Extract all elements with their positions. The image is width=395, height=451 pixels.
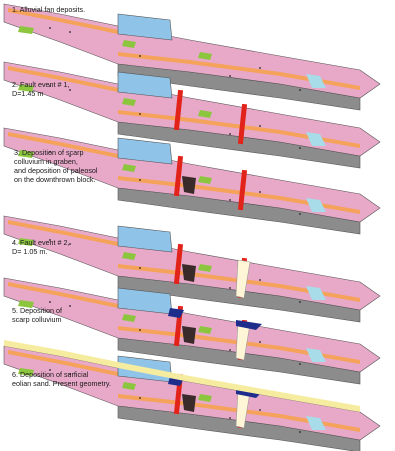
- caption-stage-5-line-1: 5. Deposition of: [12, 306, 62, 315]
- caption-stage-6-line-1: 6. Deposition of surficial: [12, 370, 89, 379]
- caption-stage-2-line-1: 2. Fault event # 1,: [12, 80, 70, 89]
- caption-stage-6-line-2: eolian sand. Present geometry.: [12, 379, 111, 388]
- caption-stage-1-line-1: 1. Alluvial fan deposits.: [12, 5, 85, 14]
- caption-stage-4-line-2: D= 1.05 m.: [12, 247, 47, 256]
- caption-stage-2-line-2: D=1.45 m: [12, 89, 43, 98]
- caption-stage-4-line-1: 4. Fault event # 2,: [12, 238, 70, 247]
- caption-stage-3-line-3: and deposition of paleosol: [14, 166, 98, 175]
- caption-stage-3-line-4: on the downthrown block.: [14, 175, 96, 184]
- caption-stage-3-line-1: 3. Deposition of scarp: [14, 148, 84, 157]
- caption-stage-3-line-2: colluvium in graben,: [14, 157, 78, 166]
- caption-stage-5-line-2: scarp colluvium: [12, 315, 62, 324]
